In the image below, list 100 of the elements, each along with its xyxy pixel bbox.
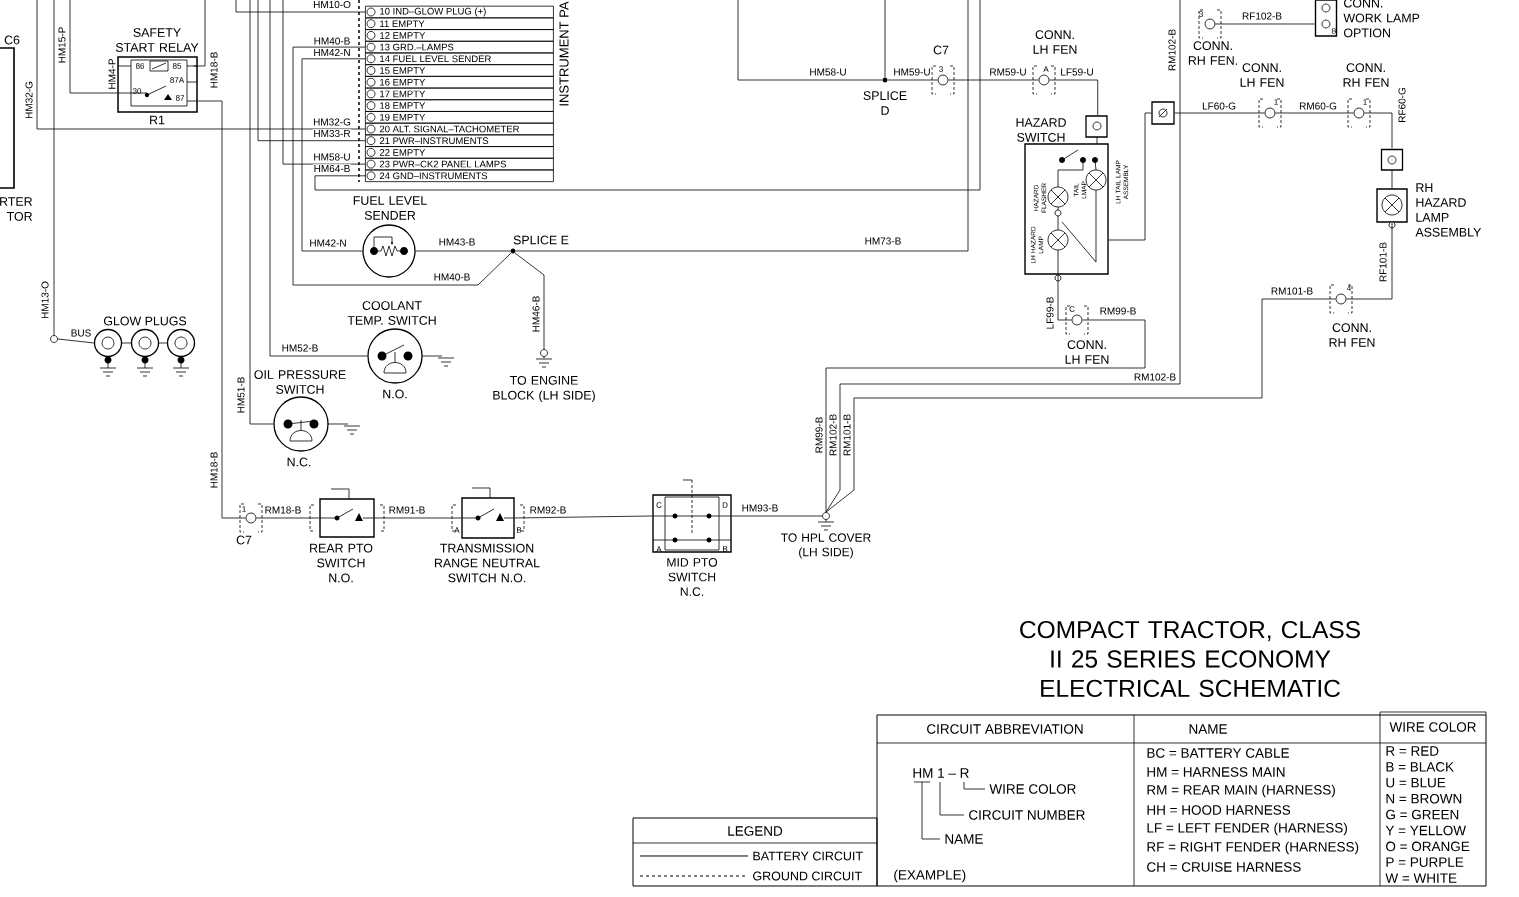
wire (69, 0, 118, 94)
pin-number: 86 (135, 63, 145, 69)
component-label: C7 (933, 45, 949, 55)
table-text: CH = CRUISE HARNESS (1147, 862, 1301, 872)
pin-number: 87A (170, 77, 185, 83)
wire (514, 252, 545, 350)
wire-label: HM58-U (312, 152, 352, 162)
component-label: R1 (150, 115, 165, 125)
wire (887, 79, 938, 81)
component-label: TO ENGINE BLOCK (LH SIDE) (493, 375, 595, 403)
pin-number: A (1043, 66, 1049, 72)
table-text: RM = REAR MAIN (HARNESS) (1147, 784, 1335, 798)
wire-label: RM91-B (388, 505, 426, 515)
wire (249, 0, 274, 425)
table-text: LF = LEFT FENDER (HARNESS) (1147, 822, 1347, 836)
terminal-label: 15 EMPTY (380, 67, 426, 74)
terminal-label: 19 EMPTY (380, 113, 426, 121)
example-note: WIRE COLOR (989, 784, 1076, 794)
wire (1108, 112, 1152, 241)
wire (1057, 274, 1072, 321)
wire (301, 58, 366, 252)
component-label: C7 (236, 535, 252, 545)
wire-label: HM46-B (531, 295, 541, 333)
terminal-label: 16 EMPTY (380, 78, 426, 86)
pin-number: 87 (175, 95, 185, 101)
wire-label: BUS (70, 328, 92, 338)
pin-number: 1 (1363, 99, 1367, 105)
table-text: N = BROWN (1386, 793, 1462, 804)
component-label: CONN. LH FEN (1240, 63, 1284, 87)
component-label: CONN. LH FEN (1065, 340, 1109, 364)
pin-number: 1 (242, 506, 246, 512)
component-label: SPLICE D (863, 91, 907, 115)
wire-label: HM13-O (40, 280, 50, 320)
panel-label: INSTRUMENT PA (559, 1, 569, 106)
wire (374, 517, 462, 519)
wire (1364, 112, 1393, 149)
terminal-label: 24 GND–INSTRUMENTS (379, 172, 488, 180)
wire (514, 515, 653, 519)
wire (731, 515, 823, 517)
table-text: RF = RIGHT FENDER (HARNESS) (1147, 841, 1359, 855)
wire (884, 0, 886, 78)
component-label: HAZARD SWITCH (1016, 118, 1066, 142)
table-text: B = BLACK (1386, 762, 1454, 772)
wire (415, 250, 511, 252)
table-header: NAME (1189, 724, 1227, 734)
wire-label: HM59-U (892, 67, 932, 77)
wire (1346, 222, 1393, 300)
component-label: COOLANT TEMP. SWITCH (347, 301, 436, 325)
wire-label: RF102-B (1241, 11, 1283, 21)
wire-label: RM99-B (814, 416, 824, 454)
component-label: MID PTO SWITCH N.C. (667, 558, 718, 596)
pin-number: 30 (132, 88, 142, 94)
wire (1275, 112, 1354, 114)
wire-label: HM42-N (310, 239, 346, 247)
component-label: OIL PRESSURE SWITCH (254, 370, 346, 394)
example-note: (EXAMPLE) (894, 869, 966, 883)
wire (57, 338, 95, 344)
table-text: Y = YELLOW (1385, 825, 1466, 836)
component-label: SPLICE E (513, 235, 569, 245)
wire (256, 517, 320, 519)
terminal-label: 14 FUEL LEVEL SENDER (380, 55, 491, 63)
wire-label: RM101-B (1271, 287, 1313, 295)
pin-letter: A (454, 527, 460, 533)
table-text: HH = HOOD HARNESS (1147, 805, 1291, 815)
wire (53, 0, 55, 336)
wire-label: HM52-B (281, 343, 319, 353)
wire (825, 298, 1336, 513)
wire (257, 0, 366, 142)
wire-label: HM40-B (313, 36, 351, 46)
wire (269, 0, 368, 357)
wire-label: RM60-G (1298, 101, 1338, 111)
terminal-label: 18 EMPTY (380, 102, 426, 109)
wire (515, 0, 969, 252)
wire-label: HM93-B (741, 503, 779, 513)
component-label: N.C. (287, 457, 311, 467)
legend-entry: GROUND CIRCUIT (639, 871, 862, 881)
component-label: CONN. RH FEN (1329, 323, 1375, 347)
wire (197, 100, 246, 519)
wire-label: RM99-B (1100, 307, 1136, 315)
component-label: SAFETY START RELAY (115, 28, 199, 52)
table-text: G = GREEN (1386, 809, 1459, 820)
wire-label: RM102-B (828, 413, 838, 457)
component-label: RTER TOR (0, 197, 33, 221)
terminal-label: 17 EMPTY (380, 90, 426, 98)
wire (282, 0, 366, 165)
wire-label: RM92-B (529, 505, 567, 515)
component-label: FUEL LEVEL SENDER (353, 196, 427, 220)
table-text: HM = HARNESS MAIN (1147, 767, 1285, 777)
component-label: TRANSMISSION RANGE NEUTRAL SWITCH N.O. (435, 543, 540, 583)
wire (948, 79, 1039, 81)
legend-entry: BATTERY CIRCUIT (639, 851, 863, 861)
table-text: O = ORANGE (1386, 841, 1470, 852)
example-code: HM 1 – R (913, 768, 969, 778)
terminal-label: 22 EMPTY (379, 149, 426, 156)
wire (737, 0, 883, 81)
wire (292, 46, 512, 286)
component-label: C6 (4, 35, 20, 45)
terminal-label: 13 GRD.–LAMPS (380, 43, 454, 51)
wire (235, 0, 366, 13)
wire-label: HM43-B (438, 237, 476, 247)
